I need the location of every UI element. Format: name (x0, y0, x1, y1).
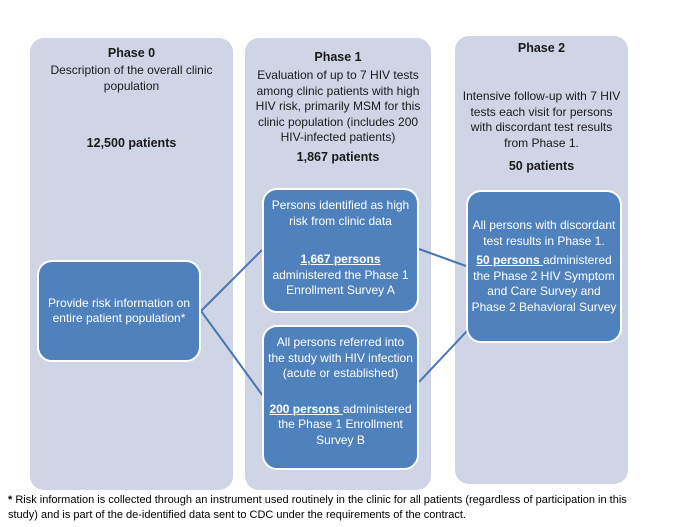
phase2-survey-box: All persons with discordant test results… (466, 190, 622, 343)
phase2-patient-count: 50 patients (508, 159, 575, 173)
phase1-survey-a-detail: 1,667 persons administered the Phase 1 E… (268, 252, 413, 299)
phase0-risk-info-text: Provide risk information on entire patie… (47, 295, 191, 326)
phase2-survey-count: 50 persons (476, 253, 543, 267)
phase1-survey-b-detail: 200 persons administered the Phase 1 Enr… (268, 402, 413, 449)
phase2-description: Intensive follow-up with 7 HIV tests eac… (462, 89, 621, 150)
phase1-survey-b-top-text: All persons referred into the study with… (268, 335, 413, 380)
phase2-survey-rest: administered the Phase 2 HIV Symptom and… (471, 253, 617, 314)
phase0-risk-info-box: Provide risk information on entire patie… (37, 260, 201, 362)
phase1-description: Evaluation of up to 7 HIV tests among cl… (255, 68, 421, 144)
footnote: * Risk information is collected through … (8, 493, 674, 523)
phase1-survey-a-top-text: Persons identified as high risk from cli… (271, 198, 410, 228)
phase2-survey-detail: 50 persons administered the Phase 2 HIV … (471, 253, 617, 315)
phase1-patient-count: 1,867 patients (296, 149, 380, 164)
phase0-title: Phase 0 (107, 46, 156, 60)
phase2-survey-top-text: All persons with discordant test results… (472, 218, 616, 248)
footnote-line1: * Risk information is collected through … (8, 493, 674, 508)
phase1-survey-b-box: All persons referred into the study with… (262, 325, 419, 470)
phase1-survey-a-box: Persons identified as high risk from cli… (262, 188, 419, 313)
phase1-title: Phase 1 (314, 50, 362, 64)
footnote-asterisk: * (8, 494, 13, 506)
phase2-title: Phase 2 (517, 41, 566, 55)
phase0-description: Description of the overall clinic popula… (50, 63, 213, 93)
phase0-patient-count: 12,500 patients (86, 136, 177, 150)
phase1-survey-a-count: 1,667 persons (300, 252, 381, 266)
footnote-line2: study) and is part of the de-identified … (8, 509, 466, 521)
footnote-line1-text: Risk information is collected through an… (15, 494, 627, 506)
phase1-survey-b-rest: administered the Phase 1 Enrollment Surv… (278, 401, 412, 447)
phase1-survey-b-count: 200 persons (269, 401, 343, 416)
phase1-survey-a-rest: administered the Phase 1 Enrollment Surv… (272, 267, 409, 298)
